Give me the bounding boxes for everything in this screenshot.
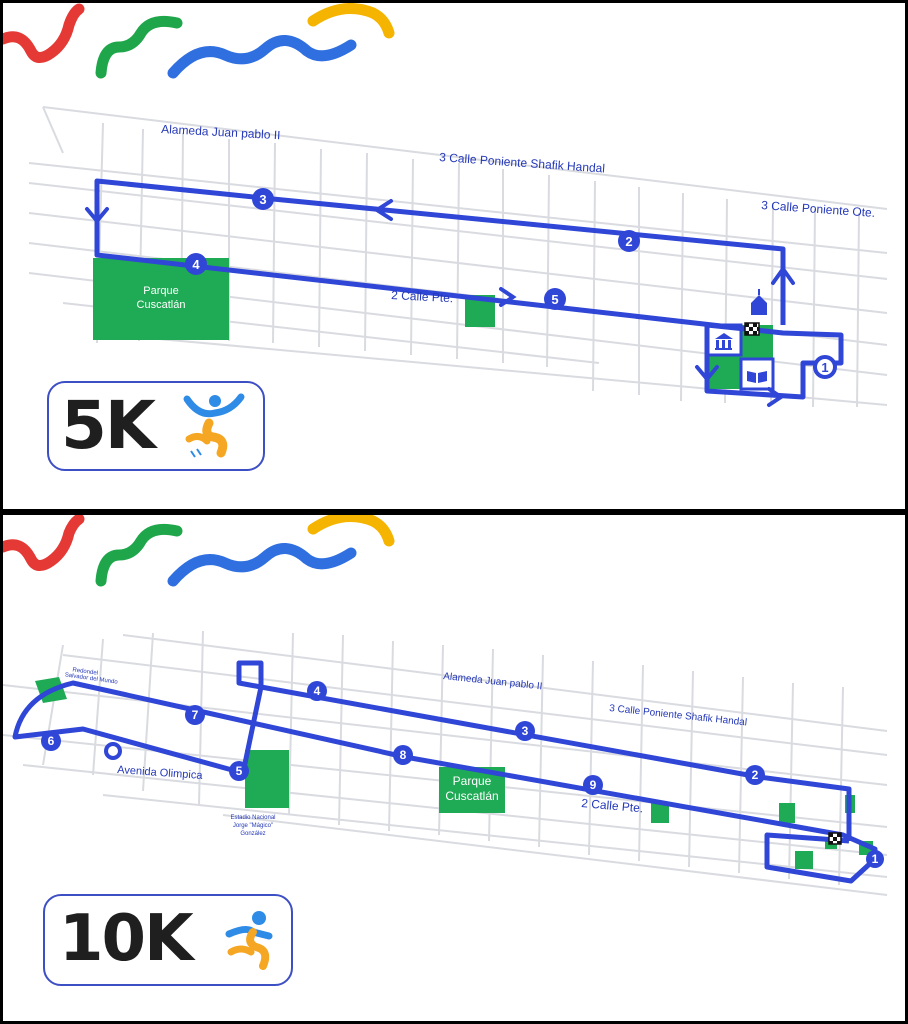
redondel-label-line1: Redondel	[72, 667, 98, 677]
marker-1: 1	[813, 355, 837, 379]
km-markers: 1 2 3 4 5	[185, 188, 837, 379]
street-label-calle2: 2 Calle Pte.	[581, 796, 644, 815]
decorative-squiggles	[3, 3, 395, 79]
marker-4: 4	[185, 253, 207, 275]
junction-dot	[104, 742, 122, 760]
arrow-down-2	[695, 365, 719, 383]
park-label-line1: Parque	[453, 774, 492, 788]
street-label-calle3-ote: 3 Calle Poniente Ote.	[761, 198, 876, 220]
svg-text:1: 1	[821, 360, 828, 375]
parks	[35, 677, 873, 869]
orange-squiggle	[307, 515, 395, 547]
runner-icon	[225, 911, 273, 970]
route-arrows	[85, 199, 795, 407]
svg-text:7: 7	[192, 708, 199, 722]
route-10k-line	[12, 660, 878, 884]
svg-text:4: 4	[192, 257, 200, 272]
distance-badge-10k: 10K	[43, 894, 293, 986]
estadio-label-line2: Jorge "Mágico"	[233, 823, 273, 829]
estadio-label-line3: González	[240, 831, 265, 837]
distance-badge-5k: 5K	[47, 381, 265, 471]
marker-1: 1	[866, 850, 884, 868]
svg-text:5: 5	[236, 764, 243, 778]
street-label-alameda: Alameda Juan pablo II	[161, 122, 281, 142]
svg-text:3: 3	[522, 724, 529, 738]
marker-5: 5	[229, 761, 249, 781]
svg-text:1: 1	[872, 852, 879, 866]
small-park-a	[651, 803, 669, 823]
estadio-label-line1: Estadio Nacional	[230, 815, 275, 821]
svg-text:4: 4	[314, 684, 321, 698]
marker-3: 3	[252, 188, 274, 210]
map-10k-panel: Alameda Juan pablo II 3 Calle Poniente S…	[3, 515, 905, 1021]
marker-3: 3	[515, 721, 535, 741]
decorative-squiggles	[3, 515, 395, 587]
km-markers: 1 2 3 4 5 6 7 8 9	[41, 681, 884, 868]
route-10k	[12, 660, 878, 884]
svg-text:2: 2	[752, 768, 759, 782]
svg-text:5: 5	[551, 292, 558, 307]
street-label-calle2: 2 Calle Pte.	[391, 288, 454, 305]
park-label-line2: Cuscatlán	[445, 789, 498, 803]
estadio-area	[245, 750, 289, 808]
arrow-left	[373, 199, 393, 221]
svg-text:8: 8	[400, 748, 407, 762]
finish-flag-icon	[744, 322, 760, 336]
badge-10k-text: 10K	[59, 902, 194, 976]
small-park-d	[795, 851, 813, 869]
arrow-right-2	[767, 387, 785, 407]
badge-5k-text: 5K	[61, 387, 156, 464]
green-squiggle	[95, 15, 183, 79]
library-icon	[747, 371, 767, 383]
runner-icon	[183, 393, 245, 458]
arrow-down	[85, 207, 109, 225]
museum-icon	[715, 333, 733, 350]
blue-squiggle	[167, 543, 357, 587]
arrow-right	[499, 287, 517, 307]
park-label-line1: Parque	[143, 285, 178, 297]
svg-text:2: 2	[625, 234, 632, 249]
marker-8: 8	[393, 745, 413, 765]
svg-text:3: 3	[259, 192, 266, 207]
marker-2: 2	[618, 230, 640, 252]
orange-squiggle	[307, 3, 395, 39]
map-10k-svg: Alameda Juan pablo II 3 Calle Poniente S…	[3, 515, 888, 896]
green-squiggle	[95, 523, 183, 587]
parks	[93, 258, 773, 389]
map-5k-panel: Alameda Juan pablo II 3 Calle Poniente S…	[3, 3, 905, 509]
red-squiggle	[3, 515, 85, 571]
finish-flag-icon	[828, 832, 842, 845]
blue-squiggle	[167, 35, 357, 79]
marker-5: 5	[544, 288, 566, 310]
small-park-b	[779, 803, 795, 823]
arrow-up	[771, 265, 795, 285]
park-label-line2: Cuscatlán	[137, 299, 186, 311]
marker-9: 9	[583, 775, 603, 795]
parque-cuscatlan-area	[93, 258, 229, 340]
marker-2: 2	[745, 765, 765, 785]
svg-text:9: 9	[590, 778, 597, 792]
map-5k-svg: Alameda Juan pablo II 3 Calle Poniente S…	[3, 3, 888, 408]
church-icon	[751, 289, 767, 315]
marker-4: 4	[307, 681, 327, 701]
red-squiggle	[3, 3, 85, 63]
marker-7: 7	[185, 705, 205, 725]
marker-6: 6	[41, 731, 61, 751]
street-label-calle3: 3 Calle Poniente Shafik Handal	[439, 150, 606, 176]
svg-text:6: 6	[48, 734, 55, 748]
